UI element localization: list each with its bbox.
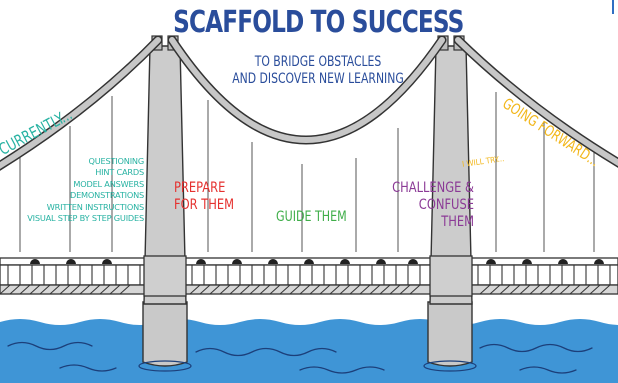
- bridge-deck: [0, 257, 618, 295]
- prepare-line-2: FOR THEM: [174, 197, 235, 213]
- subtitle-line-2: AND DISCOVER NEW LEARNING: [232, 71, 404, 87]
- list-item: HINT CARDS: [95, 167, 144, 178]
- list-item: DEMONSTRATIONS: [69, 190, 144, 201]
- list-item: VISUAL STEP BY STEP GUIDES: [27, 213, 144, 224]
- challenge-line-2: CONFUSE: [418, 197, 474, 213]
- challenge-line-3: THEM: [441, 214, 474, 230]
- edge-marker: [612, 0, 614, 14]
- tower-deck-sections: [143, 255, 473, 297]
- subtitle-line-1: TO BRIDGE OBSTACLES: [254, 54, 382, 70]
- tower-bases: [138, 301, 477, 372]
- section-guide: GUIDE THEM: [276, 209, 347, 225]
- subtitle: TO BRIDGE OBSTACLES AND DISCOVER NEW LEA…: [189, 54, 447, 88]
- page-title: SCAFFOLD TO SUCCESS: [173, 5, 464, 40]
- challenge-line-1: CHALLENGE &: [392, 180, 474, 196]
- prepare-line-1: PREPARE: [174, 180, 226, 196]
- list-item: MODEL ANSWERS: [73, 178, 144, 189]
- suspender-cables: [19, 92, 595, 252]
- section-prepare: PREPARE FOR THEM: [174, 180, 234, 214]
- list-item: QUESTIONING: [88, 156, 145, 166]
- wave-lines: [7, 341, 593, 374]
- section-challenge: CHALLENGE & CONFUSE THEM: [377, 180, 474, 231]
- scaffold-list: QUESTIONING HINT CARDS MODEL ANSWERS DEM…: [10, 156, 144, 224]
- main-cables: [0, 35, 618, 171]
- list-item: WRITTEN INSTRUCTIONS: [46, 201, 144, 212]
